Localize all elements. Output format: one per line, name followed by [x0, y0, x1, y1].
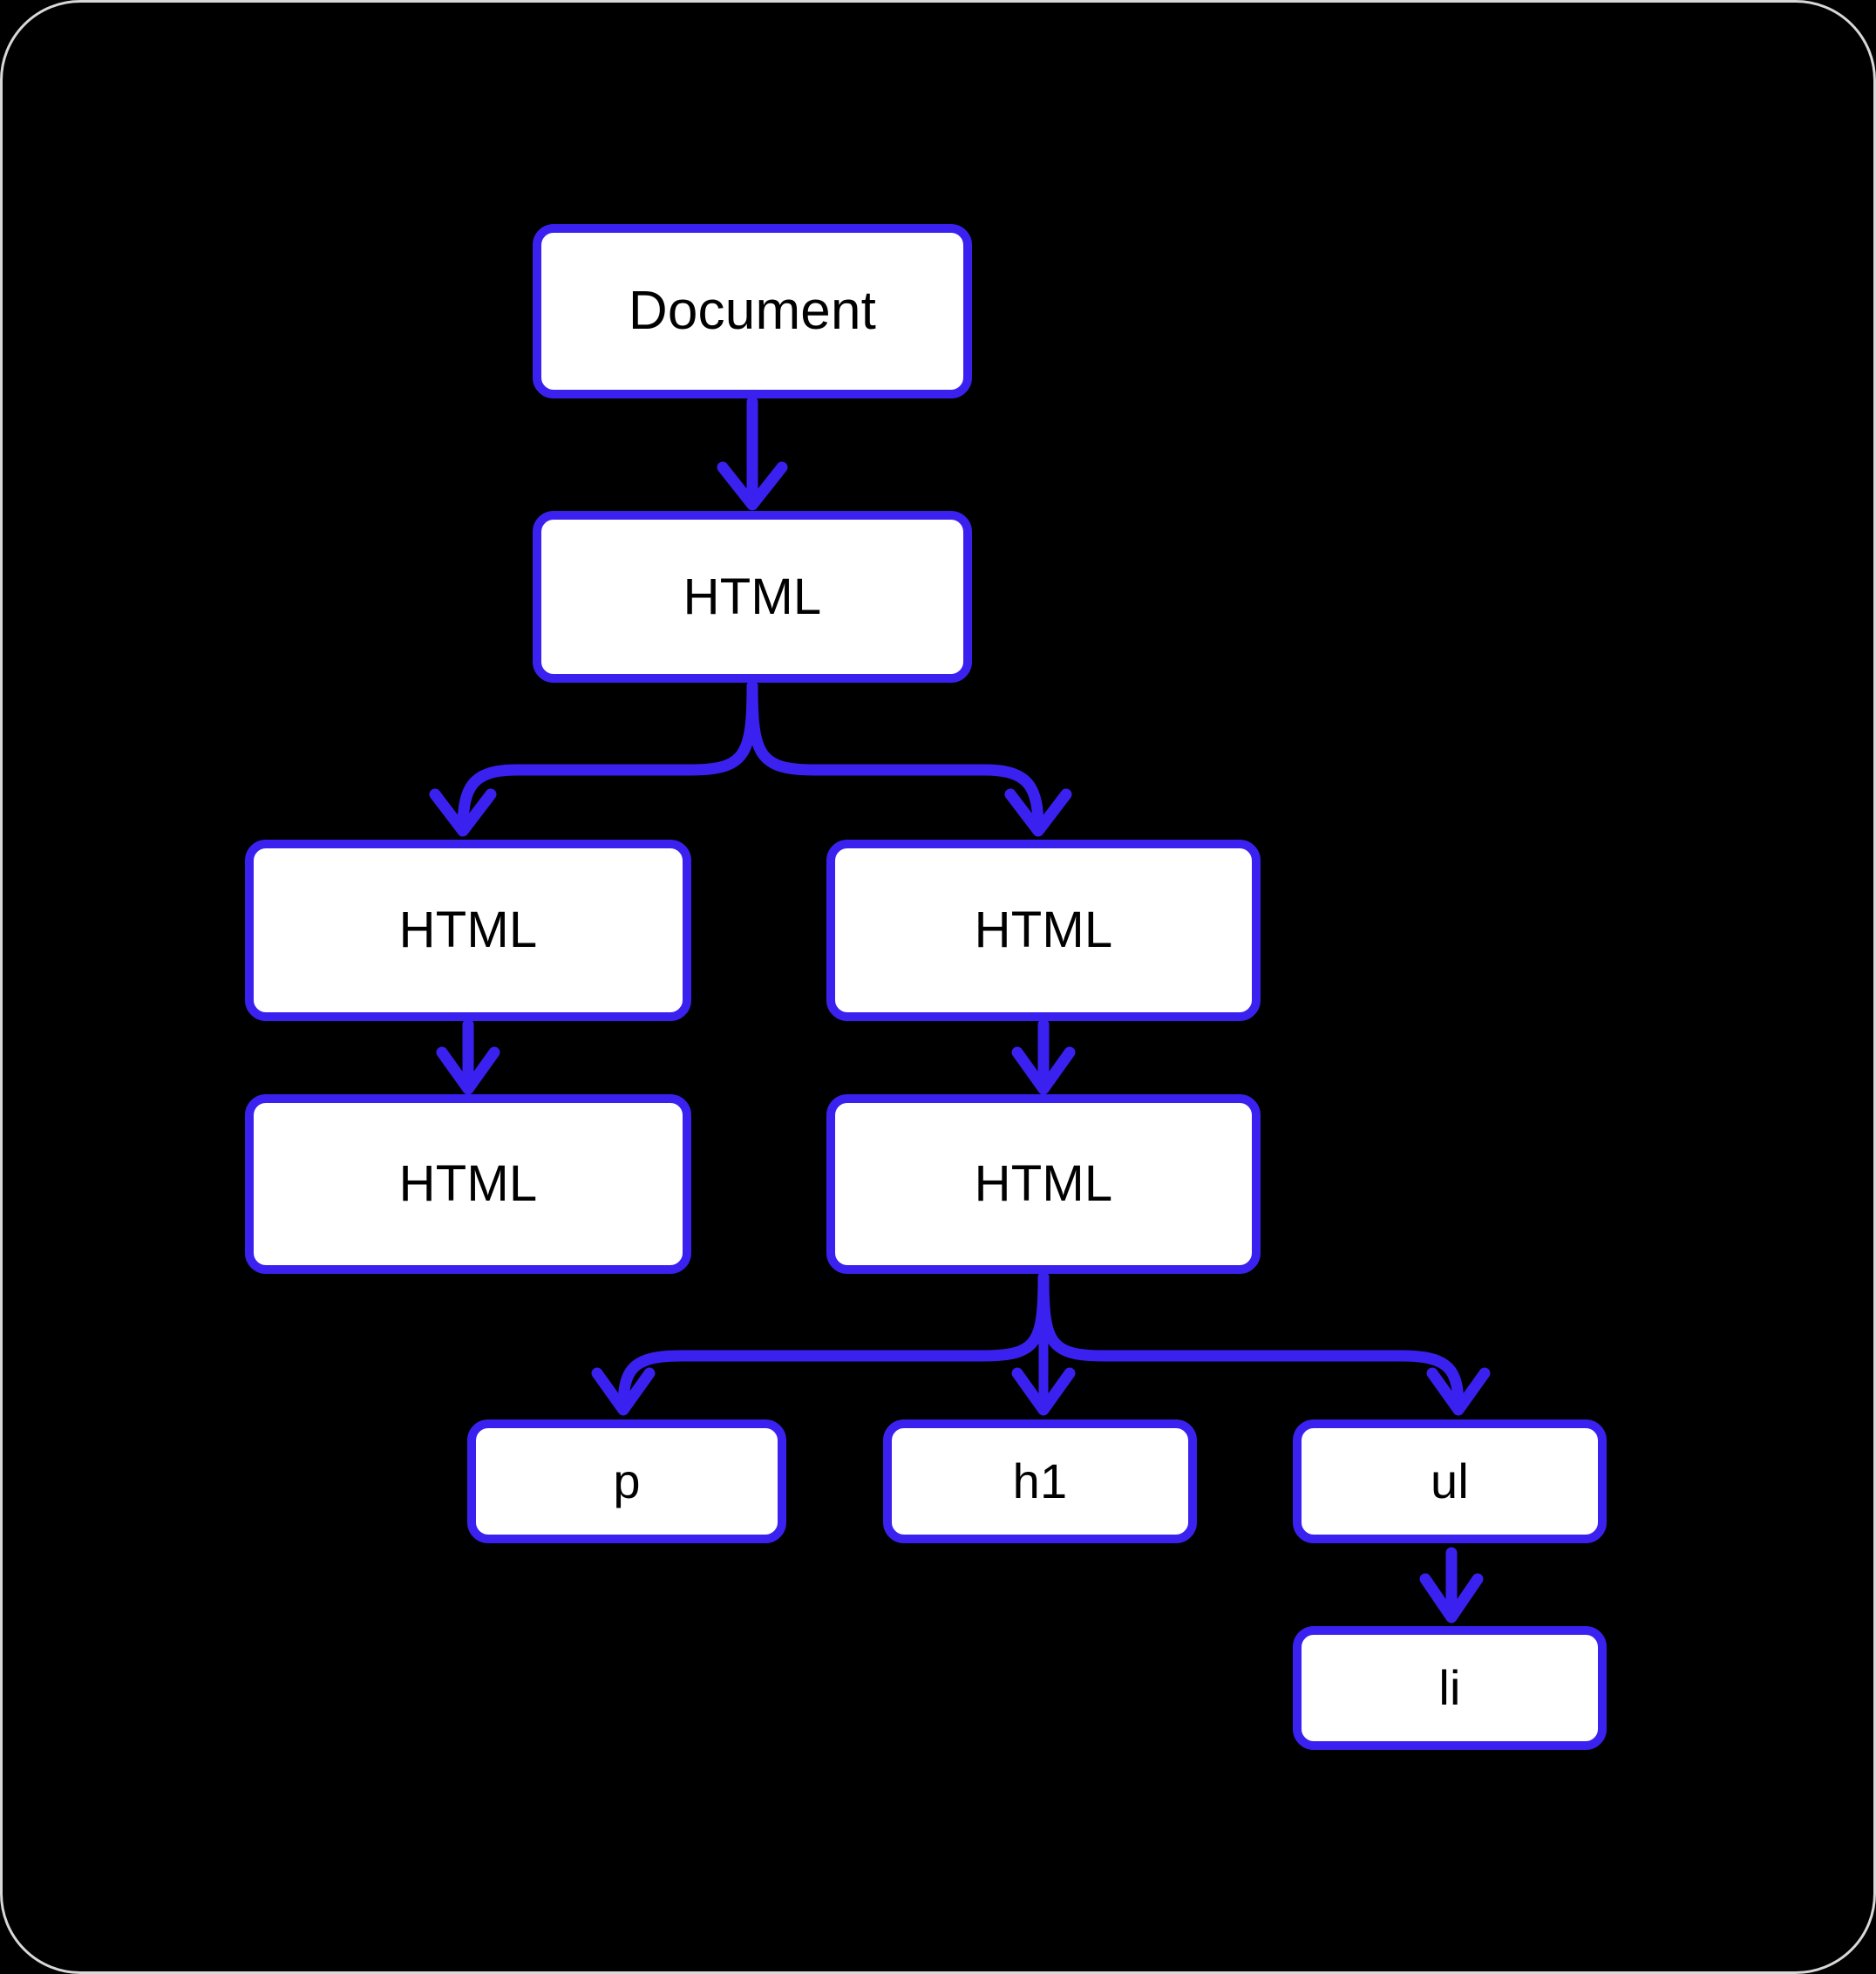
- node-h1[interactable]: h1: [883, 1419, 1197, 1543]
- node-ul[interactable]: ul: [1293, 1419, 1607, 1543]
- node-label: p: [613, 1453, 641, 1508]
- edge-document-to-html: [717, 396, 788, 511]
- node-html-left-lower[interactable]: HTML: [245, 1094, 691, 1274]
- node-li[interactable]: li: [1293, 1626, 1607, 1750]
- node-html-right-upper[interactable]: HTML: [826, 840, 1261, 1021]
- node-label: HTML: [974, 902, 1113, 958]
- node-p[interactable]: p: [467, 1419, 786, 1543]
- node-label: ul: [1431, 1453, 1469, 1508]
- node-label: li: [1438, 1660, 1461, 1715]
- edge-html-to-html-left: [429, 680, 758, 837]
- node-label: HTML: [398, 902, 538, 958]
- edge-html-to-html-right: [746, 680, 1072, 837]
- edge-html-left-to-html-left: [436, 1018, 500, 1095]
- node-html-left-upper[interactable]: HTML: [245, 840, 691, 1021]
- node-html-root[interactable]: HTML: [533, 511, 972, 683]
- edge-html-to-ul: [1037, 1271, 1491, 1416]
- edge-html-to-p: [591, 1271, 1050, 1416]
- node-document[interactable]: Document: [533, 224, 972, 398]
- node-label: HTML: [683, 568, 822, 625]
- edge-ul-to-li: [1419, 1547, 1484, 1623]
- edge-html-to-h1: [1011, 1272, 1076, 1416]
- edge-html-right-to-html-right: [1011, 1018, 1076, 1095]
- node-label: HTML: [974, 1155, 1113, 1212]
- node-label: h1: [1012, 1453, 1068, 1508]
- node-label: HTML: [398, 1155, 538, 1212]
- node-label: Document: [628, 281, 877, 341]
- node-html-right-lower[interactable]: HTML: [826, 1094, 1261, 1274]
